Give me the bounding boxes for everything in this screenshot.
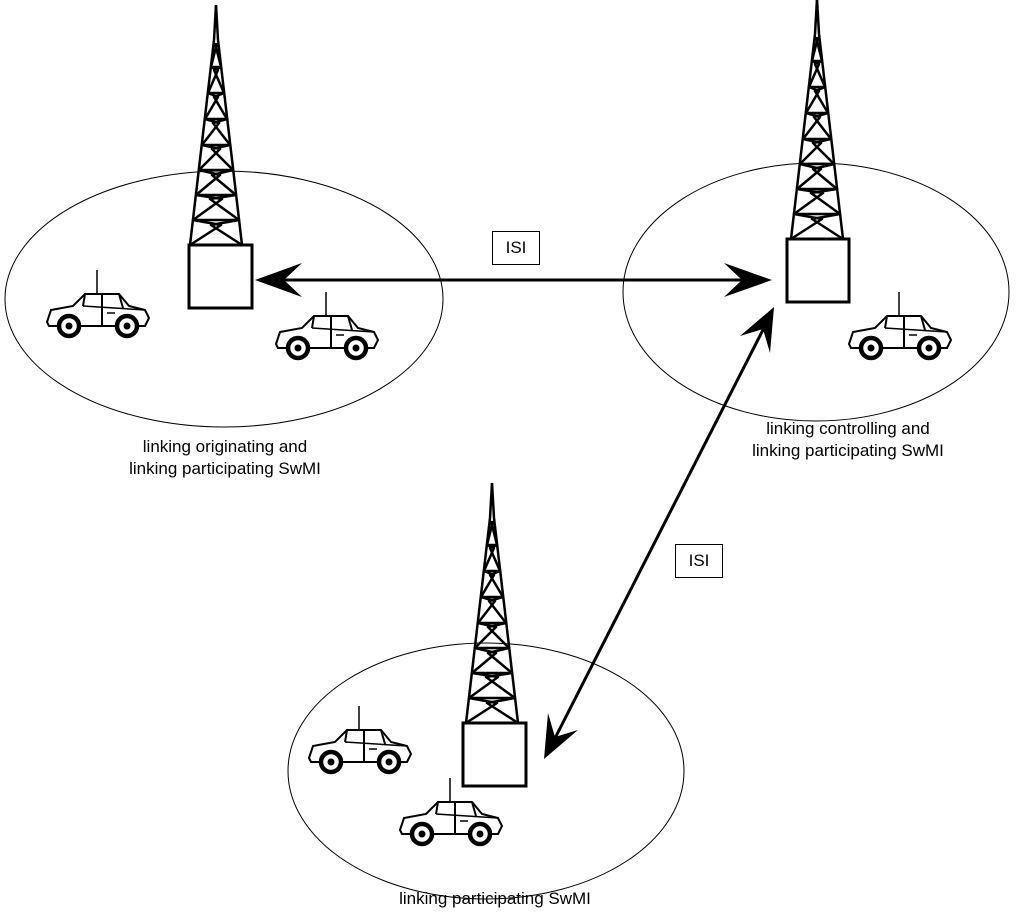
tower-icon-controlling: [789, 0, 845, 241]
isi-label-top: ISI: [492, 231, 540, 265]
arrowhead-upper: [740, 307, 774, 353]
caption-line: linking participating SwMI: [752, 441, 944, 460]
base-station-controlling: [785, 237, 851, 304]
cell-participating-coverage: [287, 642, 685, 900]
car-icon: [400, 778, 502, 844]
caption-participating-swmi: linking participating SwMI: [340, 888, 650, 910]
caption-line: linking participating SwMI: [399, 889, 591, 908]
tower-icon-participating: [464, 481, 520, 725]
car-icon: [849, 292, 951, 358]
caption-controlling-swmi: linking controlling and linking particip…: [693, 418, 1003, 462]
tower-icon-originating: [188, 3, 244, 247]
arrowhead-left: [255, 263, 302, 297]
arrowhead-lower: [544, 713, 578, 759]
caption-line: linking originating and: [142, 437, 308, 456]
caption-line: linking participating SwMI: [129, 459, 321, 478]
car-icon: [309, 706, 411, 772]
isi-link-diagonal: [548, 317, 771, 749]
car-icon: [47, 270, 149, 336]
base-station-originating: [187, 243, 254, 310]
base-station-participating: [461, 721, 528, 788]
caption-line: linking controlling and: [766, 419, 930, 438]
car-icon: [276, 292, 378, 358]
isi-label-right: ISI: [675, 544, 723, 578]
arrowhead-right: [724, 263, 772, 297]
caption-originating-swmi: linking originating and linking particip…: [70, 436, 380, 480]
